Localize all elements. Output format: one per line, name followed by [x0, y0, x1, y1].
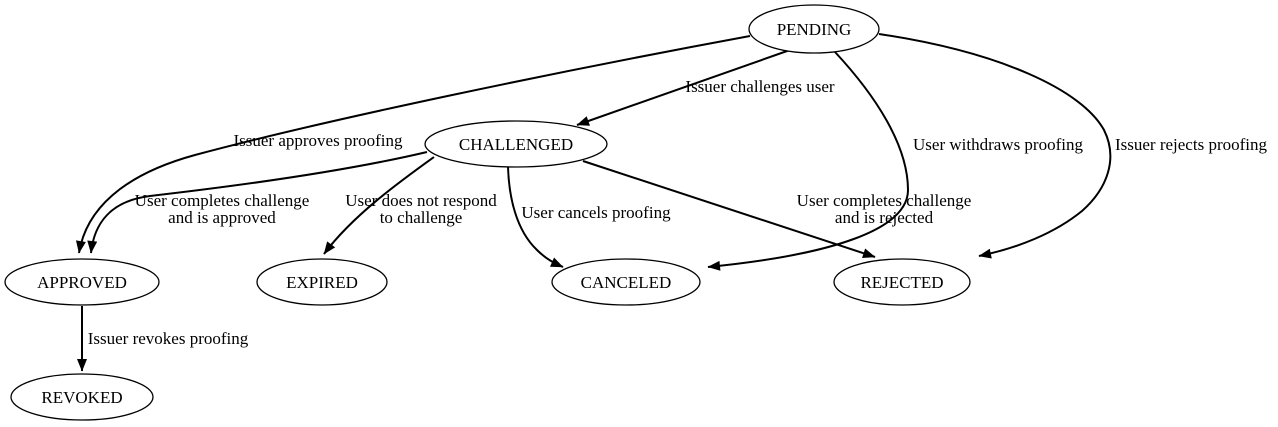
edge-label-user-completes-challenge-rejected-line2: and is rejected [835, 208, 934, 227]
node-revoked-label: REVOKED [41, 388, 122, 407]
node-rejected-label: REJECTED [860, 273, 943, 292]
node-approved-label: APPROVED [37, 273, 127, 292]
edge-pending-canceled [707, 51, 910, 271]
node-challenged-label: CHALLENGED [459, 135, 573, 154]
edge-label-issuer-revokes-proofing: Issuer revokes proofing [88, 329, 249, 348]
node-rejected-ellipse [833, 258, 971, 306]
node-canceled-label: CANCELED [581, 273, 672, 292]
node-expired-label: EXPIRED [286, 273, 358, 292]
node-canceled: CANCELED [551, 258, 701, 306]
edge-label-user-withdraws-proofing: User withdraws proofing [913, 135, 1083, 154]
node-approved: APPROVED [4, 258, 160, 306]
edge-challenged-rejected [582, 160, 876, 259]
node-rejected: REJECTED [833, 258, 971, 306]
node-approved-ellipse [4, 258, 160, 306]
edge-label-user-completes-challenge-rejected-line1: User completes challenge [797, 191, 972, 210]
node-revoked: REVOKED [10, 373, 154, 421]
edge-pending-approved [76, 35, 751, 254]
edge-label-user-completes-challenge-approved-line1: User completes challenge [135, 191, 310, 210]
edge-label-issuer-rejects-proofing: Issuer rejects proofing [1115, 135, 1268, 154]
edge-label-group: Issuer challenges user Issuer approves p… [88, 77, 1268, 348]
edge-label-user-cancels-proofing: User cancels proofing [521, 203, 671, 222]
node-expired-ellipse [256, 258, 388, 306]
edge-label-user-does-not-respond-line1: User does not respond [345, 191, 497, 210]
node-revoked-ellipse [10, 373, 154, 421]
edge-pending-challenged [576, 49, 791, 126]
node-group: PENDING CHALLENGED APPROVED EXPIRED CANC… [4, 4, 971, 421]
edge-label-user-completes-challenge-approved-line2: and is approved [168, 208, 276, 227]
edge-label-issuer-challenges-user: Issuer challenges user [685, 77, 835, 96]
edge-pending-rejected [878, 33, 1112, 259]
node-pending-label: PENDING [777, 20, 852, 39]
edge-challenged-approved [87, 151, 428, 254]
node-expired: EXPIRED [256, 258, 388, 306]
edge-group [76, 33, 1112, 372]
node-canceled-ellipse [551, 258, 701, 306]
edge-label-issuer-approves-proofing: Issuer approves proofing [233, 131, 403, 150]
node-pending-ellipse [748, 4, 880, 54]
edge-challenged-canceled [507, 166, 564, 268]
node-challenged: CHALLENGED [424, 120, 608, 168]
edge-label-user-does-not-respond-line2: to challenge [380, 208, 463, 227]
node-pending: PENDING [748, 4, 880, 54]
edge-challenged-expired [323, 156, 435, 255]
node-challenged-ellipse [424, 120, 608, 168]
